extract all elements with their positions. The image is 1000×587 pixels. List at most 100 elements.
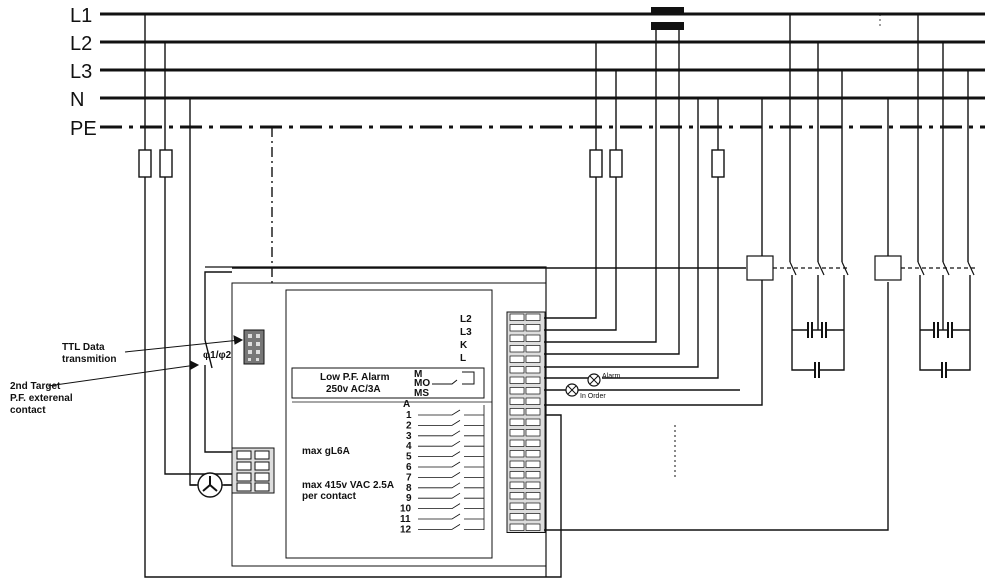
lamp-alarm-label: Alarm <box>602 373 620 380</box>
terminal-slot <box>509 408 525 416</box>
terminal-slot <box>509 439 525 447</box>
relay-contact <box>418 524 484 530</box>
ttl-connector <box>243 329 265 365</box>
fuses-left <box>138 149 173 178</box>
contact-number-label: 12 <box>400 524 412 535</box>
contact-number-label: 1 <box>406 410 412 421</box>
terminal-slot <box>509 429 525 437</box>
terminal-slot <box>525 502 541 510</box>
terminal-slot <box>525 387 541 395</box>
right-terminal-block <box>506 311 546 533</box>
relay-contact <box>418 451 484 457</box>
terminal-slot <box>509 481 525 489</box>
terminal-slot <box>509 334 525 342</box>
contact-number-label: 2 <box>406 420 412 431</box>
terminal-slot <box>509 502 525 510</box>
contact-number-label: 4 <box>406 441 412 452</box>
bus-bars <box>100 12 985 129</box>
terminal-slot <box>525 429 541 437</box>
current-transformer <box>651 7 684 30</box>
capacitor-bank-1 <box>792 322 844 378</box>
input-label-l2: L2 <box>460 314 472 325</box>
fuse-left-1 <box>138 149 152 178</box>
phi-label: φ1/φ2 <box>203 350 232 361</box>
terminal-slot <box>509 471 525 479</box>
bus-labels: L1 L2 L3 N PE <box>70 5 97 140</box>
terminal-slot <box>525 439 541 447</box>
relay-contact <box>418 409 484 416</box>
relay-contact <box>418 440 484 447</box>
contact-rating-line2: per contact <box>302 491 357 502</box>
relay-contact <box>418 472 484 478</box>
contact-number-label: 10 <box>400 504 412 515</box>
terminal-slot <box>525 313 541 321</box>
terminal-slot <box>509 513 525 521</box>
right-wiring <box>232 14 971 531</box>
ttl-label-line1: TTL Data <box>62 342 105 353</box>
contactor-switches <box>773 261 975 276</box>
terminal-slot <box>509 397 525 405</box>
ttl-label-line2: transmition <box>62 354 116 365</box>
fan-icon <box>197 472 223 498</box>
terminal-slot <box>509 460 525 468</box>
terminal-slot <box>525 334 541 342</box>
alarm-box: Low P.F. Alarm 250v AC/3A M MO MS <box>320 369 475 399</box>
relay-contact <box>418 492 484 499</box>
relay-contact <box>418 482 484 489</box>
contact-number-label: 6 <box>406 462 412 473</box>
relay-contact <box>418 513 484 520</box>
contact-number-label: 8 <box>406 483 412 494</box>
contact-number-label: 5 <box>406 452 412 463</box>
terminal-slot <box>509 376 525 384</box>
capacitor-bank-2 <box>920 322 970 378</box>
contactor-coils <box>746 255 902 281</box>
contact-number-label: 7 <box>406 472 412 483</box>
alarm-mode-mo: MO <box>414 378 430 389</box>
input-label-k: K <box>460 340 468 351</box>
annotations: TTL Data transmition 2nd Target P.F. ext… <box>10 342 232 416</box>
terminal-slot <box>509 523 525 531</box>
terminal-slot <box>525 523 541 531</box>
alarm-mode-ms: MS <box>414 388 429 399</box>
lamp-in-order-label: In Order <box>580 393 606 400</box>
target-label-line2: P.F. exterenal <box>10 393 73 404</box>
input-label-l: L <box>460 353 466 364</box>
contact-rating-line1: max 415v VAC 2.5A <box>302 480 394 491</box>
terminal-slot <box>525 513 541 521</box>
contact-number-label: 9 <box>406 493 412 504</box>
terminal-slot <box>525 376 541 384</box>
terminal-slot <box>509 450 525 458</box>
terminal-slot <box>509 324 525 332</box>
terminal-slot <box>509 387 525 395</box>
left-terminal-block <box>231 447 275 494</box>
terminal-slot <box>525 418 541 426</box>
annotation-arrows <box>47 335 244 387</box>
fuse-right-l3 <box>609 149 623 178</box>
fuse-right-n <box>711 149 725 178</box>
terminal-slot <box>525 366 541 374</box>
terminal-slot <box>509 418 525 426</box>
bus-label-pe: PE <box>70 118 97 140</box>
input-label-l3: L3 <box>460 327 472 338</box>
controller-housing <box>205 266 547 577</box>
fuse-rating-label: max gL6A <box>302 446 350 457</box>
terminal-slot <box>525 408 541 416</box>
target-label-line3: contact <box>10 405 46 416</box>
target-label-line1: 2nd Target <box>10 381 61 392</box>
bus-label-n: N <box>70 89 84 111</box>
alarm-label-line1: Low P.F. Alarm <box>320 372 390 383</box>
terminal-slot <box>509 355 525 363</box>
relay-contact <box>418 461 484 468</box>
alarm-mode-m: M <box>414 369 422 380</box>
contactor-coil-2 <box>874 255 902 281</box>
terminal-slot <box>525 450 541 458</box>
bus-label-l1: L1 <box>70 5 92 27</box>
alarm-label-line2: 250v AC/3A <box>326 384 381 395</box>
fuses-right <box>589 149 725 178</box>
contact-number-label: 11 <box>400 514 411 525</box>
bus-label-l2: L2 <box>70 33 92 55</box>
contactor-coil-1 <box>746 255 774 281</box>
controller-inputs: L2 L3 K L <box>460 314 472 364</box>
terminal-slot <box>525 355 541 363</box>
